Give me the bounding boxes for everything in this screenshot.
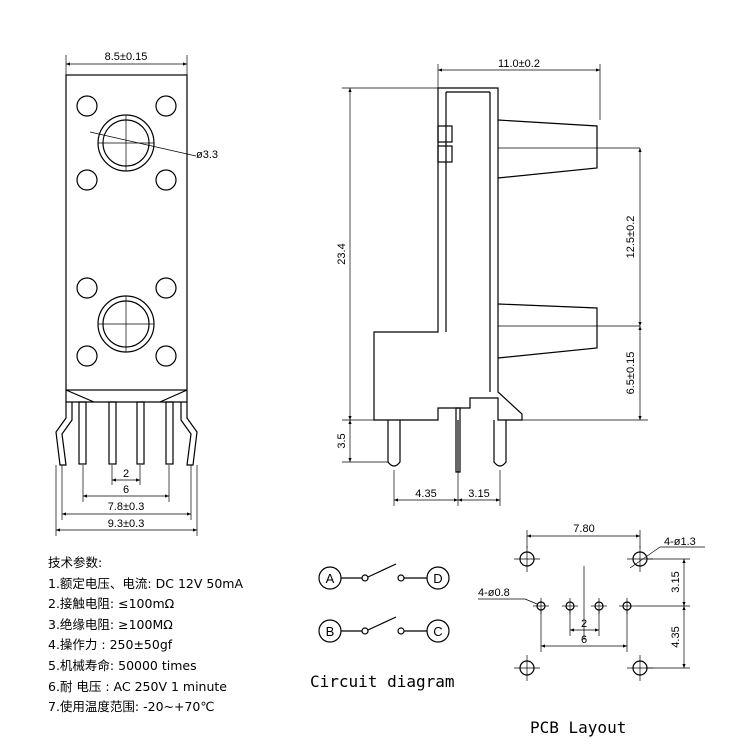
side-knob-top bbox=[497, 119, 598, 179]
node-d-label: D bbox=[433, 571, 442, 586]
node-a-label: A bbox=[326, 571, 335, 586]
pin-pitch-label: 2 bbox=[123, 468, 129, 480]
node-d bbox=[426, 566, 450, 590]
front-body bbox=[65, 74, 188, 391]
lead-b-label: 3.15 bbox=[468, 488, 489, 500]
knob-bottom bbox=[97, 295, 155, 353]
side-body bbox=[373, 87, 523, 421]
mount-hole bbox=[155, 169, 177, 191]
outer-leg-right bbox=[180, 402, 198, 466]
pcb-big-hole-label: 4-ø1.3 bbox=[664, 536, 696, 548]
spec-item: 3.绝缘电阻: ≥100MΩ bbox=[48, 616, 173, 632]
side-knob-bottom bbox=[497, 303, 598, 359]
pcb-caption: PCB Layout bbox=[530, 718, 626, 737]
switch-contact bbox=[367, 616, 397, 631]
spec-item: 6.耐 电压 : AC 250V 1 minute bbox=[48, 678, 227, 694]
height-label: 23.4 bbox=[336, 243, 348, 264]
pcb-pitch-label: 2 bbox=[581, 618, 587, 630]
front-pins bbox=[78, 401, 174, 465]
pcb-top-span-label: 7.80 bbox=[573, 523, 594, 535]
node-c-label: C bbox=[433, 624, 442, 639]
spec-item: 1.额定电压、电流: DC 12V 50mA bbox=[48, 575, 244, 591]
knob-pitch-label: 12.5±0.2 bbox=[625, 216, 637, 259]
side-depth-label: 11.0±0.2 bbox=[498, 58, 540, 70]
spec-item: 5.机械寿命: 50000 times bbox=[48, 657, 197, 673]
switch-contact bbox=[367, 563, 397, 578]
spec-item: 4.操作力 : 250±50gf bbox=[48, 637, 173, 653]
mount-hole bbox=[76, 95, 98, 117]
mount-hole bbox=[76, 277, 98, 299]
mount-hole bbox=[76, 345, 98, 367]
node-b-label: B bbox=[326, 624, 335, 639]
knob-dia-label: ø3.3 bbox=[196, 149, 218, 161]
outer-leg-left bbox=[55, 402, 73, 466]
front-width-label: 8.5±0.15 bbox=[105, 51, 148, 63]
front-base bbox=[65, 390, 188, 403]
lead-length-label: 3.5 bbox=[336, 433, 348, 448]
pcb-big-hole bbox=[514, 546, 540, 572]
pcb-vert-b-label: 4.35 bbox=[670, 626, 682, 647]
pcb-vert-a-label: 3.15 bbox=[670, 571, 682, 592]
side-view: 11.0±0.2 23.4 3.5 12.5±0.2 6.5±0.15 bbox=[336, 58, 648, 506]
side-lead bbox=[387, 420, 401, 467]
pin-span-label: 6 bbox=[123, 484, 129, 496]
spec-item: 7.使用温度范围: -20~+70℃ bbox=[48, 699, 215, 715]
lead-a-label: 4.35 bbox=[415, 488, 436, 500]
mount-hole bbox=[76, 169, 98, 191]
node-c bbox=[426, 619, 450, 643]
pcb-layout: 7.80 4-ø1.3 bbox=[478, 523, 705, 737]
pcb-small-hole-label: 4-ø0.8 bbox=[478, 587, 510, 599]
mount-hole bbox=[155, 277, 177, 299]
side-lead bbox=[455, 407, 461, 473]
spec-item: 2.接触电阻: ≤100mΩ bbox=[48, 596, 175, 612]
bottom-knob-label: 6.5±0.15 bbox=[625, 352, 637, 395]
circuit-caption: Circuit diagram bbox=[310, 672, 455, 691]
total-width-label: 9.3±0.3 bbox=[108, 518, 145, 530]
spec-list: 技术参数: 1.额定电压、电流: DC 12V 50mA 2.接触电阻: ≤10… bbox=[48, 553, 243, 718]
spec-heading: 技术参数: bbox=[48, 555, 103, 570]
circuit-diagram: A D B C Circuit diagram bbox=[310, 563, 455, 691]
mount-hole bbox=[155, 345, 177, 367]
pcb-big-hole bbox=[514, 655, 540, 681]
front-view: 8.5±0.15 ø3.3 bbox=[55, 51, 218, 536]
leg-span-label: 7.8±0.3 bbox=[108, 501, 145, 513]
knob-top bbox=[97, 114, 155, 172]
mount-hole bbox=[155, 95, 177, 117]
pcb-span-label: 6 bbox=[581, 634, 587, 646]
side-lead bbox=[493, 420, 507, 467]
